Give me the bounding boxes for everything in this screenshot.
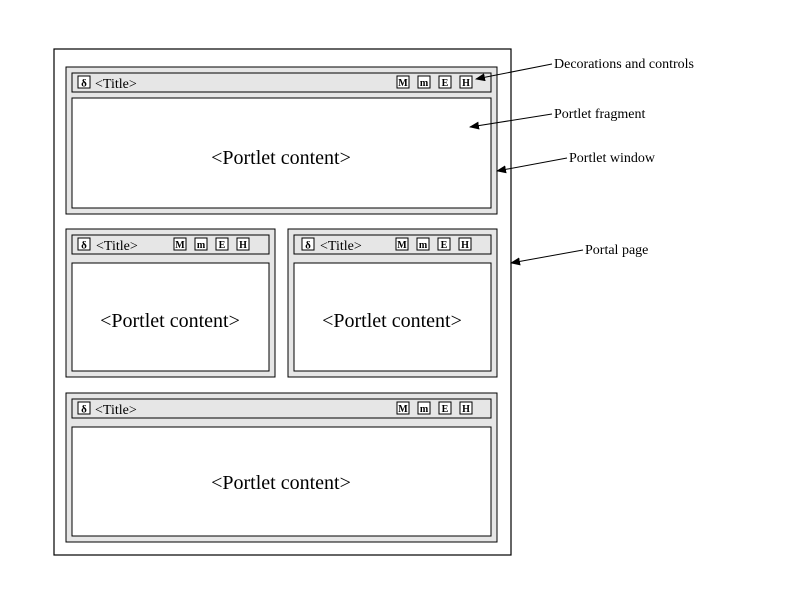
page-arrow — [510, 249, 584, 266]
maximize-button[interactable] — [173, 237, 187, 251]
portlet-window: δ <Title> M m E H <Portlet content> — [65, 228, 276, 378]
menu-icon[interactable] — [77, 75, 91, 89]
help-button[interactable] — [459, 401, 473, 415]
menu-icon-glyph: δ — [305, 240, 311, 252]
portlet-titlebar — [71, 72, 492, 93]
portlet-content: <Portlet content> — [211, 147, 351, 169]
edit-button-label: E — [219, 240, 226, 251]
portlet-title: <Title> — [95, 77, 137, 92]
help-button[interactable] — [458, 237, 472, 251]
minimize-button-label: m — [197, 240, 206, 251]
menu-icon-glyph: δ — [81, 78, 87, 90]
decorations-label: Decorations and controls — [554, 57, 694, 72]
minimize-button[interactable] — [417, 401, 431, 415]
portlet-content: <Portlet content> — [100, 310, 240, 332]
portlet-title: <Title> — [96, 239, 138, 254]
maximize-button-label: M — [398, 404, 408, 415]
portlet-fragment — [71, 262, 270, 372]
portlet-content: <Portlet content> — [322, 310, 462, 332]
minimize-button[interactable] — [417, 75, 431, 89]
maximize-button[interactable] — [395, 237, 409, 251]
portlet-window: δ <Title> M m E H <Portlet content> — [287, 228, 498, 378]
portlet-window: δ <Title> M m E H <Portlet content> — [65, 392, 498, 543]
edit-button[interactable] — [437, 237, 451, 251]
portlet-fragment — [293, 262, 492, 372]
window-label: Portlet window — [569, 151, 656, 166]
help-button-label: H — [239, 240, 247, 251]
portlet-fragment — [71, 97, 492, 209]
maximize-button-label: M — [398, 78, 408, 89]
edit-button-label: E — [442, 404, 449, 415]
help-button-label: H — [462, 404, 470, 415]
portlet-title: <Title> — [95, 403, 137, 418]
help-button-label: H — [461, 240, 469, 251]
minimize-button-label: m — [420, 404, 429, 415]
edit-button[interactable] — [438, 75, 452, 89]
edit-button-label: E — [441, 240, 448, 251]
maximize-button-label: M — [397, 240, 407, 251]
portlet-title: <Title> — [320, 239, 362, 254]
portlet-window: δ <Title> M m E H <Portlet content> — [65, 66, 498, 215]
portlet-content: <Portlet content> — [211, 472, 351, 494]
edit-button[interactable] — [438, 401, 452, 415]
menu-icon-glyph: δ — [81, 240, 87, 252]
minimize-button[interactable] — [416, 237, 430, 251]
maximize-button[interactable] — [396, 401, 410, 415]
minimize-button-label: m — [420, 78, 429, 89]
portlet-titlebar — [71, 398, 492, 419]
decorations-arrow — [475, 63, 553, 82]
portlet-fragment — [71, 426, 492, 537]
window-arrow — [496, 157, 568, 174]
fragment-label: Portlet fragment — [554, 107, 645, 122]
edit-button-label: E — [442, 78, 449, 89]
page-label: Portal page — [585, 243, 648, 258]
help-button-label: H — [462, 78, 470, 89]
fragment-arrow — [469, 113, 553, 130]
menu-icon[interactable] — [77, 237, 91, 251]
help-button[interactable] — [236, 237, 250, 251]
minimize-button-label: m — [419, 240, 428, 251]
edit-button[interactable] — [215, 237, 229, 251]
minimize-button[interactable] — [194, 237, 208, 251]
menu-icon[interactable] — [301, 237, 315, 251]
help-button[interactable] — [459, 75, 473, 89]
menu-icon-glyph: δ — [81, 404, 87, 416]
menu-icon[interactable] — [77, 401, 91, 415]
maximize-button-label: M — [175, 240, 185, 251]
maximize-button[interactable] — [396, 75, 410, 89]
